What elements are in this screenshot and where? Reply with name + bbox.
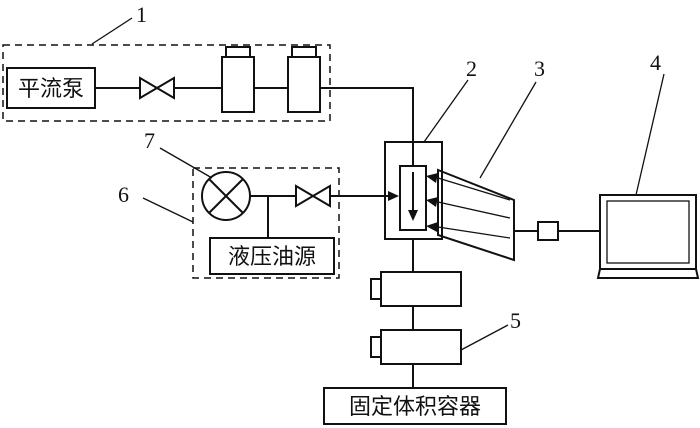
number-1: 1 <box>136 2 147 27</box>
flow-arrow-head <box>408 210 418 221</box>
gauge-cross-2 <box>208 178 244 214</box>
leader-7 <box>159 147 213 179</box>
cylinder-2-cap <box>291 46 317 58</box>
connector-box <box>537 221 559 241</box>
cylinder-1 <box>221 56 255 113</box>
number-7: 7 <box>144 128 155 153</box>
beam-2 <box>437 201 511 219</box>
number-4: 4 <box>650 50 661 75</box>
computer-screen <box>606 200 690 264</box>
beam-2-head <box>426 197 438 207</box>
leader-1 <box>91 17 133 45</box>
valve-2-icon-right <box>311 184 331 208</box>
detector-housing <box>437 168 515 262</box>
pump-assembly-dashed-box <box>2 44 331 122</box>
beam-3 <box>437 226 511 239</box>
leader-6 <box>142 197 194 223</box>
lower-cylinder-1-cap <box>370 278 382 300</box>
hydraulic-source-box <box>209 237 335 275</box>
computer-monitor <box>599 194 697 270</box>
inlet-arrow-head <box>388 191 399 201</box>
leader-2 <box>423 79 469 143</box>
hydraulic-dashed-box <box>192 167 340 279</box>
valve-icon-left <box>139 76 159 100</box>
valve-icon-right <box>155 76 175 100</box>
leader-3 <box>479 81 537 179</box>
container-box <box>323 387 507 425</box>
number-6: 6 <box>118 182 129 207</box>
pipe-to-vessel <box>320 87 414 168</box>
lower-cylinder-2 <box>380 329 462 365</box>
cylinder-1-cap <box>225 46 251 58</box>
number-5: 5 <box>510 308 521 333</box>
number-3: 3 <box>534 56 545 81</box>
lower-cylinder-2-cap <box>370 336 382 358</box>
beam-1 <box>437 177 511 201</box>
beam-1-head <box>426 173 438 183</box>
number-2: 2 <box>466 56 477 81</box>
lower-cylinder-1 <box>380 271 462 307</box>
pump-label: 平流泵 <box>18 77 84 102</box>
hydraulic-source-label: 液压油源 <box>228 245 316 270</box>
leader-5 <box>460 324 509 351</box>
container-label: 固定体积容器 <box>349 395 481 420</box>
cylinder-2 <box>287 56 321 113</box>
leader-4 <box>635 73 665 196</box>
beam-3-head <box>426 222 438 232</box>
computer-base <box>596 268 700 279</box>
valve-2-icon-left <box>295 184 315 208</box>
